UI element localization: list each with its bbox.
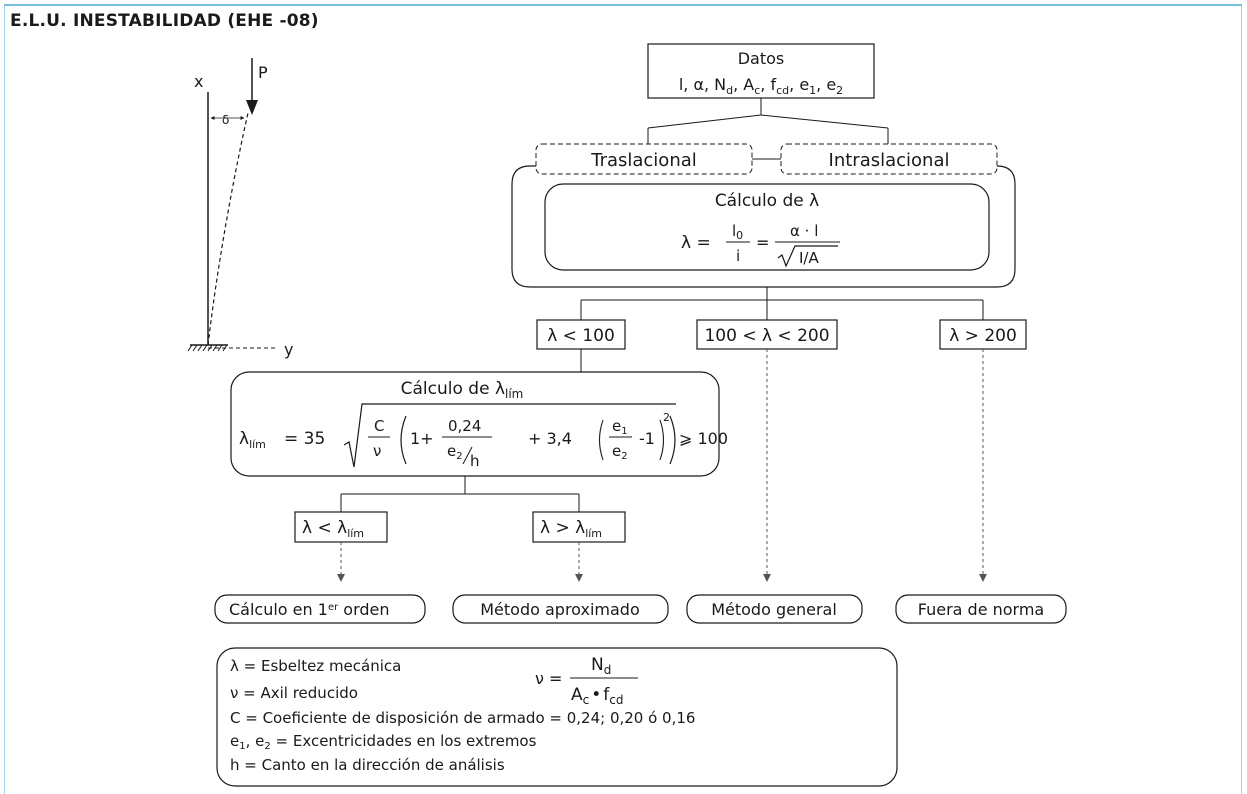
lambda-gt-lim-box: λ > λlím bbox=[532, 511, 626, 543]
column-sketch: x P δ y bbox=[187, 58, 293, 359]
outcome-general: Método general bbox=[686, 594, 863, 624]
svg-text:λ < 100: λ < 100 bbox=[547, 326, 615, 346]
datos-var-part: l bbox=[679, 75, 683, 94]
svg-text:λ > λlím: λ > λlím bbox=[540, 518, 602, 540]
y-axis-label: y bbox=[284, 340, 293, 359]
lambda-lim-lhs: λlím bbox=[239, 429, 266, 451]
outcome-approx: Método aproximado bbox=[452, 594, 669, 624]
sqrt-sign bbox=[777, 245, 838, 268]
datos-var-part: e bbox=[799, 75, 809, 94]
datos-box: Datos l, α, Nd, Ac, fcd, e1, e2 bbox=[647, 43, 875, 99]
datos-var-part: c bbox=[754, 84, 760, 97]
lambda-lhs: λ = bbox=[681, 233, 711, 253]
legend-lambda: λ = Esbeltez mecánica bbox=[230, 657, 401, 675]
datos-var-part: , bbox=[683, 75, 693, 94]
legend-nu: ν = Axil reducido bbox=[230, 684, 358, 702]
power-2: 2 bbox=[663, 411, 670, 424]
calculo-lambda-lim-box: Cálculo de λlím λlím = 35 C ν 1+ 0,24 e2… bbox=[230, 371, 728, 477]
datos-var-part: e bbox=[826, 75, 836, 94]
nu-den: ν bbox=[373, 442, 381, 460]
second-eq: = bbox=[756, 233, 769, 252]
datos-var-part: , bbox=[760, 75, 770, 94]
page-title: E.L.U. INESTABILIDAD (EHE -08) bbox=[10, 11, 319, 31]
alpha-l-numerator: α · l bbox=[790, 222, 818, 240]
datos-connector bbox=[647, 98, 889, 144]
lambda-lt-lim-box: λ < λlím bbox=[294, 511, 388, 543]
outcome-arrows bbox=[337, 349, 987, 582]
datos-var-part: , bbox=[789, 75, 799, 94]
page-frame bbox=[4, 4, 1242, 794]
big-sqrt-sign bbox=[343, 403, 676, 468]
lambda-outer-container bbox=[511, 165, 1016, 288]
x-axis-label: x bbox=[194, 72, 203, 91]
svg-text:Método aproximado: Método aproximado bbox=[480, 600, 639, 619]
ia-denominator: I/A bbox=[799, 249, 819, 267]
nu-formula-den: Ac•fcd bbox=[571, 685, 624, 707]
nu-formula-lhs: ν = bbox=[535, 669, 562, 688]
ratio-e1: e1 bbox=[612, 417, 628, 437]
c-num: C bbox=[374, 417, 384, 435]
datos-variables: l, α, Nd, Ac, fcd, e1, e2 bbox=[679, 75, 843, 97]
datos-title: Datos bbox=[738, 49, 785, 68]
range-gt200-box: λ > 200 bbox=[939, 319, 1027, 350]
svg-text:Cálculo en 1er orden: Cálculo en 1er orden bbox=[229, 600, 390, 619]
datos-var-part: cd bbox=[776, 84, 789, 97]
svg-text:Método general: Método general bbox=[711, 600, 837, 619]
ratio-e2: e2 bbox=[612, 442, 628, 462]
svg-text:λ > 200: λ > 200 bbox=[949, 326, 1017, 346]
datos-var-part: , bbox=[816, 75, 826, 94]
minus-one: -1 bbox=[639, 429, 655, 448]
datos-var-part: , bbox=[733, 75, 743, 94]
datos-var-part: 2 bbox=[836, 84, 843, 97]
datos-var-part: d bbox=[726, 84, 733, 97]
legend-c: C = Coeficiente de disposición de armado… bbox=[230, 709, 695, 727]
one-plus: 1+ bbox=[410, 429, 434, 448]
svg-text:100 < λ < 200: 100 < λ < 200 bbox=[704, 326, 829, 346]
outcome-first-order: Cálculo en 1er orden bbox=[214, 594, 426, 624]
calculo-lambda-box: Cálculo de λ λ = l0 i = α · l I/A bbox=[544, 183, 990, 271]
i-denominator: i bbox=[736, 247, 740, 265]
lambda-lim-connector bbox=[340, 476, 580, 512]
legend-e: e1, e2 = Excentricidades en los extremos bbox=[230, 732, 537, 752]
load-label: P bbox=[258, 63, 268, 82]
inner-den-h: h bbox=[470, 452, 480, 470]
plus-34: + 3,4 bbox=[528, 429, 572, 448]
range-between-box: 100 < λ < 200 bbox=[696, 319, 838, 350]
traslacional-box: Traslacional bbox=[535, 143, 753, 175]
deflected-shape bbox=[207, 112, 249, 346]
datos-var-part: α bbox=[693, 75, 704, 94]
l0-numerator: l0 bbox=[732, 222, 743, 242]
datos-var-part: 1 bbox=[809, 84, 816, 97]
svg-text:Fuera de norma: Fuera de norma bbox=[918, 600, 1044, 619]
calculo-lambda-title: Cálculo de λ bbox=[715, 191, 819, 211]
load-arrow-head bbox=[246, 100, 258, 115]
nu-formula-num: Nd bbox=[591, 655, 611, 677]
outcome-out-of-code: Fuera de norma bbox=[895, 594, 1067, 624]
datos-var-part: f bbox=[770, 75, 776, 94]
datos-var-part: A bbox=[743, 75, 754, 94]
traslacional-label: Traslacional bbox=[590, 150, 697, 171]
range-lt100-box: λ < 100 bbox=[536, 319, 626, 350]
legend-box: λ = Esbeltez mecánica ν = Axil reducido … bbox=[216, 647, 898, 787]
inner-den-e: e2 bbox=[447, 442, 463, 462]
legend-h: h = Canto en la dirección de análisis bbox=[230, 756, 505, 774]
datos-var-part: N bbox=[714, 75, 726, 94]
svg-text:λ < λlím: λ < λlím bbox=[302, 518, 364, 540]
ground-hatch bbox=[187, 344, 228, 352]
calculo-lambda-lim-title: Cálculo de λlím bbox=[401, 379, 524, 401]
range-connector bbox=[580, 287, 984, 320]
intraslacional-box: Intraslacional bbox=[780, 143, 998, 175]
rhs-100: ⩾ 100 bbox=[679, 429, 728, 448]
intraslacional-label: Intraslacional bbox=[829, 150, 950, 171]
datos-var-part: , bbox=[704, 75, 714, 94]
deflection-label: δ bbox=[222, 113, 229, 127]
eq-35: = 35 bbox=[284, 429, 325, 449]
inner-num: 0,24 bbox=[448, 417, 481, 435]
